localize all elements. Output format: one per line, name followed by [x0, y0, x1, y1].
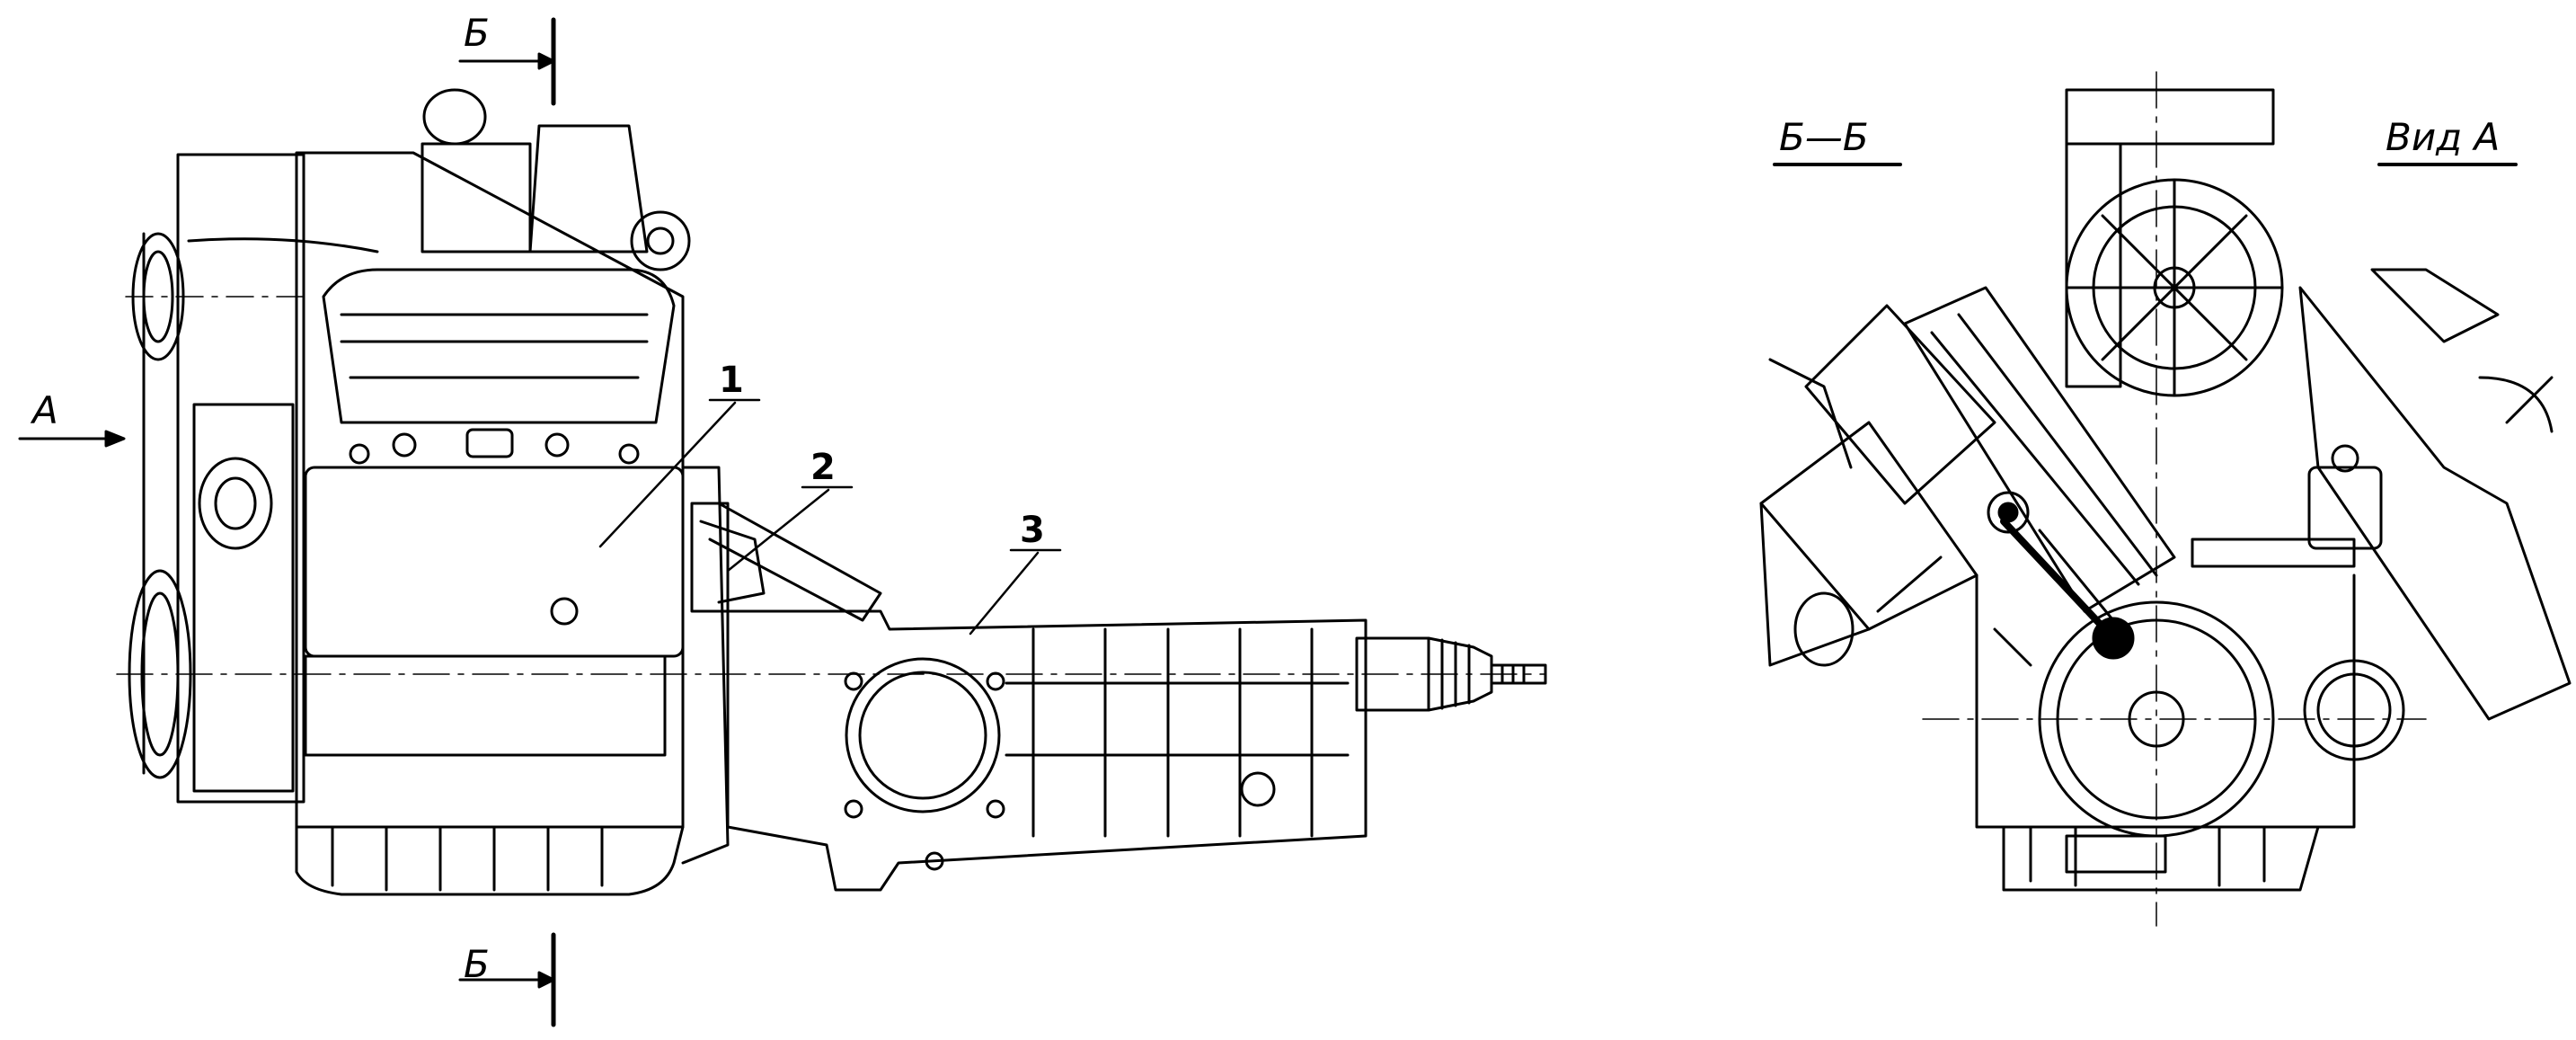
section-marker-top: Б: [464, 11, 490, 55]
section-marker-bottom: Б: [464, 942, 490, 986]
callout-2: 2: [810, 447, 836, 488]
side-view-engine: [18, 17, 1547, 1027]
view-title: Вид А: [2386, 115, 2501, 159]
view-arrow-label: А: [32, 388, 58, 432]
section-view-engine: [1759, 71, 2572, 927]
callout-3: 3: [1020, 510, 1045, 551]
section-title: Б—Б: [1779, 115, 1869, 159]
callout-1: 1: [719, 360, 744, 401]
